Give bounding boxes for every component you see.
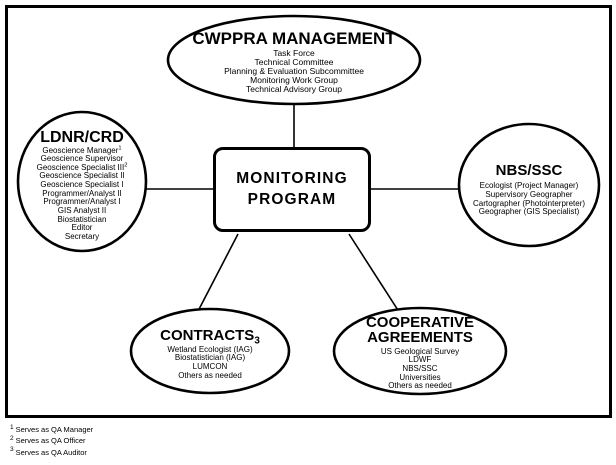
- node-title-cwppra: CWPPRA MANAGEMENT: [192, 28, 396, 48]
- list-item: Others as needed: [388, 381, 452, 391]
- connector-center-to-cooperative: [348, 233, 404, 319]
- ellipse-ldnr: [16, 110, 148, 253]
- ellipse-cooperative: [332, 306, 508, 396]
- list-item: Geoscience Specialist II: [39, 171, 125, 181]
- list-item: Geoscience Supervisor: [40, 154, 124, 164]
- node-title-ldnr: LDNR/CRD: [40, 128, 124, 146]
- ellipse-cwppra: [166, 14, 422, 106]
- node-items-cwppra: Task Force Technical Committee Planning …: [224, 47, 364, 95]
- footnote-marker: 3: [254, 335, 260, 347]
- node-title-contracts: CONTRACTS3: [160, 326, 260, 347]
- center-title-line2: PROGRAM: [247, 190, 337, 208]
- list-item: Others as needed: [178, 370, 242, 380]
- ellipse-contracts: [129, 307, 291, 395]
- node-title-contracts-label: CONTRACTS: [160, 326, 255, 344]
- footnote-number: 3: [10, 446, 14, 454]
- node-items-ldnr: Geoscience Manager1 Geoscience Superviso…: [36, 144, 128, 242]
- list-item: NBS/SSC: [402, 363, 438, 373]
- list-item: Task Force: [273, 47, 315, 58]
- list-item: Programmer/Analyst II: [42, 188, 122, 198]
- node-contracts: CONTRACTS3 Wetland Ecologist (IAG) Biost…: [131, 309, 289, 393]
- footnote-text: Serves as QA Manager: [15, 425, 94, 434]
- center-title-line1: MONITORING: [236, 170, 348, 188]
- list-item: US Geological Survey: [380, 346, 460, 356]
- list-item: Supervisory Geographer: [485, 189, 573, 199]
- footnote-marker: 2: [124, 162, 128, 169]
- list-item: Technical Advisory Group: [246, 84, 342, 95]
- node-ldnr-crd: LDNR/CRD Geoscience Manager1 Geoscience …: [18, 112, 146, 251]
- node-cooperative-agreements: COOPERATIVE AGREEMENTS US Geological Sur…: [334, 308, 506, 394]
- list-item-label: Geoscience Manager: [42, 145, 119, 155]
- list-item: Universities: [399, 372, 441, 382]
- list-item: Wetland Ecologist (IAG): [167, 344, 253, 354]
- connector-center-to-contracts: [195, 233, 239, 316]
- node-cwppra-management: CWPPRA MANAGEMENT Task Force Technical C…: [168, 16, 420, 104]
- list-item: Editor: [71, 223, 93, 233]
- list-item: Geoscience Manager1: [37, 144, 128, 156]
- list-item: LUMCON: [192, 362, 228, 371]
- list-item: Cartographer (Photointerpreter): [472, 198, 586, 208]
- node-monitoring-program: MONITORING PROGRAM: [213, 147, 371, 232]
- list-item: GIS Analyst II: [57, 205, 107, 215]
- node-title-nbs: NBS/SSC: [495, 162, 563, 180]
- list-item: Planning & Evaluation Subcommittee: [224, 65, 364, 76]
- list-item: Geoscience Specialist III2: [36, 162, 128, 173]
- list-item: Ecologist (Project Manager): [479, 181, 579, 191]
- list-item: Geographer (GIS Specialist): [478, 207, 580, 217]
- footnote-number: 2: [10, 434, 14, 442]
- node-title-cooperative-line2: AGREEMENTS: [367, 329, 473, 347]
- footnote-text: Serves as QA Auditor: [15, 447, 87, 457]
- node-nbs-ssc: NBS/SSC Ecologist (Project Manager) Supe…: [459, 124, 599, 246]
- node-items-contracts: Wetland Ecologist (IAG) Biostatistician …: [167, 344, 253, 381]
- footnote-number: 1: [10, 423, 14, 431]
- list-item-label: Geoscience Specialist III: [36, 162, 125, 172]
- list-item: Biostatistician: [57, 214, 107, 224]
- list-item: LDWF: [408, 355, 432, 365]
- list-item: Programmer/Analyst I: [43, 197, 121, 207]
- list-item: Technical Committee: [254, 56, 334, 67]
- footnote-text: Serves as QA Officer: [15, 436, 86, 446]
- footnote-marker: 1: [118, 144, 122, 151]
- list-item: Geoscience Specialist I: [40, 180, 124, 190]
- list-item: Monitoring Work Group: [250, 75, 338, 86]
- node-items-nbs: Ecologist (Project Manager) Supervisory …: [473, 182, 585, 217]
- list-item: Biostatistician (IAG): [174, 353, 246, 363]
- ellipse-nbs: [457, 122, 601, 248]
- list-item: Secretary: [64, 231, 100, 241]
- node-title-cooperative-line1: COOPERATIVE: [365, 314, 475, 332]
- diagram-frame: [5, 5, 612, 418]
- node-items-cooperative: US Geological Survey LDWF NBS/SSC Univer…: [380, 346, 460, 391]
